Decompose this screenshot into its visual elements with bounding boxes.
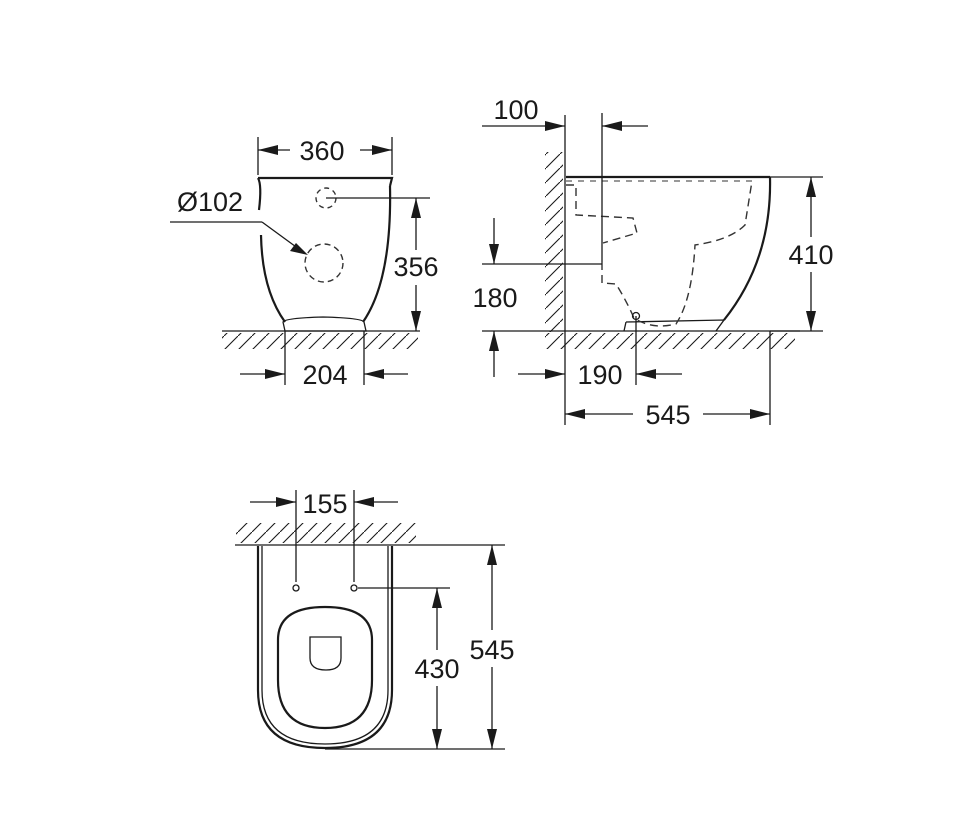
side-view: 100 180 410 190 545 <box>472 95 833 430</box>
dim-top-fixing-to-front: 430 <box>414 654 459 684</box>
dim-front-inlet-height: 356 <box>393 252 438 282</box>
fixing-hole-left <box>292 584 300 592</box>
front-lid <box>258 176 394 187</box>
top-body-outline <box>256 546 394 750</box>
dim-side-outlet-offset: 190 <box>577 360 622 390</box>
floor-hatch <box>222 333 418 349</box>
seat-outline <box>276 605 374 730</box>
dim-front-base-width: 204 <box>302 360 347 390</box>
bowl-opening <box>309 636 342 671</box>
dim-top-depth: 545 <box>469 635 514 665</box>
front-base <box>282 316 367 332</box>
fixing-hole-right <box>350 584 358 592</box>
floor-hatch <box>545 333 795 349</box>
inlet-pipe-dashed <box>566 184 638 244</box>
dim-side-outlet-height: 180 <box>472 283 517 313</box>
side-base <box>623 319 726 332</box>
front-view: 360 Ø102 356 204 <box>170 136 439 390</box>
wall-hatch <box>236 523 416 543</box>
dim-front-top-width: 360 <box>299 136 344 166</box>
outlet-circle <box>304 243 344 283</box>
wall-hatch <box>545 152 563 332</box>
dim-outlet-diameter: Ø102 <box>177 187 243 217</box>
top-view: 155 430 545 <box>235 489 515 750</box>
dim-side-inlet-offset: 100 <box>493 95 538 125</box>
dim-side-height: 410 <box>788 240 833 270</box>
front-body-left <box>259 234 286 323</box>
side-body-front <box>723 176 772 321</box>
dim-side-depth: 545 <box>645 400 690 430</box>
dim-top-fixing-spacing: 155 <box>302 489 347 519</box>
bowl-dashed <box>601 180 753 327</box>
front-body-right <box>362 185 392 323</box>
